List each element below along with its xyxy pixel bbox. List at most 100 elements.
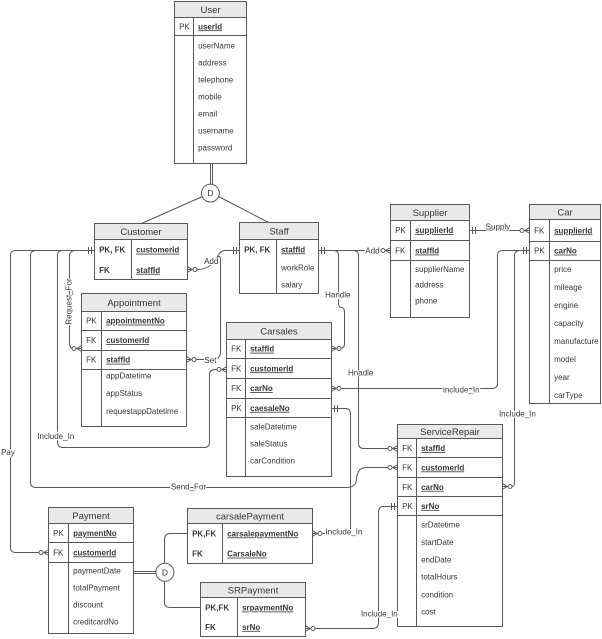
- svg-text:PK: PK: [534, 247, 545, 256]
- svg-text:year: year: [554, 373, 570, 382]
- svg-text:saleDatetime: saleDatetime: [250, 423, 297, 432]
- svg-text:PK,FK: PK,FK: [205, 604, 229, 613]
- svg-text:FK: FK: [53, 548, 64, 557]
- svg-text:Payment: Payment: [72, 511, 110, 522]
- svg-text:staffId: staffId: [250, 345, 274, 354]
- svg-text:Supplier: Supplier: [413, 208, 448, 219]
- svg-text:FK: FK: [231, 384, 242, 393]
- svg-text:FK: FK: [86, 336, 97, 345]
- svg-text:supplierId: supplierId: [415, 226, 453, 235]
- svg-text:D: D: [207, 188, 213, 198]
- svg-text:paymentDate: paymentDate: [73, 567, 121, 576]
- svg-text:PK: PK: [402, 502, 413, 511]
- svg-text:srNo: srNo: [242, 623, 260, 632]
- svg-text:totalPayment: totalPayment: [73, 584, 120, 593]
- svg-text:Customer: Customer: [120, 227, 161, 238]
- svg-text:mileage: mileage: [554, 283, 583, 292]
- svg-text:phone: phone: [415, 297, 438, 306]
- svg-text:workRole: workRole: [280, 263, 315, 272]
- svg-text:customerId: customerId: [136, 246, 179, 255]
- svg-text:discount: discount: [73, 601, 104, 610]
- svg-text:Supply: Supply: [486, 222, 510, 231]
- svg-text:Handle: Handle: [325, 291, 351, 300]
- svg-text:customerId: customerId: [106, 336, 149, 345]
- svg-text:saleStatus: saleStatus: [250, 440, 287, 449]
- svg-text:startDate: startDate: [421, 538, 454, 547]
- svg-text:srDatetime: srDatetime: [421, 520, 460, 529]
- svg-text:Request_For: Request_For: [64, 278, 73, 325]
- svg-text:FK: FK: [99, 266, 110, 275]
- svg-text:salary: salary: [281, 280, 302, 289]
- svg-text:engine: engine: [554, 301, 579, 310]
- svg-text:Pay: Pay: [1, 448, 15, 457]
- svg-text:srpaymentNo: srpaymentNo: [242, 604, 293, 613]
- svg-text:PK: PK: [231, 404, 242, 413]
- svg-text:userName: userName: [198, 41, 235, 50]
- svg-text:carsalePayment: carsalePayment: [216, 512, 284, 523]
- svg-text:FK: FK: [205, 623, 216, 632]
- svg-text:Appointment: Appointment: [107, 298, 161, 309]
- svg-text:Include_In: Include_In: [326, 528, 363, 537]
- svg-text:FK: FK: [231, 345, 242, 354]
- svg-text:CarsaleNo: CarsaleNo: [227, 550, 267, 559]
- svg-text:FK: FK: [231, 364, 242, 373]
- svg-text:password: password: [198, 143, 232, 152]
- svg-text:creditcardNo: creditcardNo: [73, 617, 119, 626]
- svg-text:customerId: customerId: [421, 463, 464, 472]
- svg-text:carsalepaymentNo: carsalepaymentNo: [227, 529, 298, 538]
- svg-text:caesaleNo: caesaleNo: [250, 404, 290, 413]
- svg-text:cost: cost: [421, 608, 436, 617]
- svg-text:Add: Add: [365, 246, 379, 255]
- svg-text:staffId: staffId: [281, 245, 305, 254]
- svg-text:userId: userId: [198, 22, 222, 31]
- svg-text:customerId: customerId: [73, 548, 116, 557]
- svg-text:carType: carType: [554, 391, 583, 400]
- svg-text:Include_In: Include_In: [361, 609, 398, 618]
- svg-text:requestappDatetime: requestappDatetime: [106, 407, 179, 416]
- svg-text:Hnadle: Hnadle: [348, 368, 374, 377]
- svg-text:Add: Add: [204, 257, 218, 266]
- svg-text:price: price: [554, 265, 572, 274]
- svg-text:FK: FK: [402, 463, 413, 472]
- svg-text:carNo: carNo: [554, 247, 577, 256]
- svg-text:PK,FK: PK,FK: [192, 529, 216, 538]
- svg-text:condition: condition: [421, 590, 453, 599]
- svg-text:FK: FK: [402, 444, 413, 453]
- svg-text:carCondition: carCondition: [250, 456, 295, 465]
- svg-text:D: D: [162, 567, 168, 577]
- svg-text:supplierName: supplierName: [415, 265, 465, 274]
- svg-text:endDate: endDate: [421, 556, 452, 565]
- svg-text:appointmentNo: appointmentNo: [106, 317, 165, 326]
- svg-text:carNo: carNo: [421, 483, 444, 492]
- svg-text:FK: FK: [402, 483, 413, 492]
- svg-text:staffId: staffId: [106, 356, 130, 365]
- svg-text:PK, FK: PK, FK: [244, 245, 270, 254]
- svg-text:staffId: staffId: [136, 266, 160, 275]
- svg-text:email: email: [198, 109, 217, 118]
- svg-text:staffId: staffId: [421, 444, 445, 453]
- svg-text:Include_In: Include_In: [37, 432, 74, 441]
- svg-text:staffId: staffId: [415, 247, 439, 256]
- svg-text:FK: FK: [192, 550, 203, 559]
- svg-text:PK: PK: [53, 529, 64, 538]
- svg-text:address: address: [198, 58, 226, 67]
- svg-text:FK: FK: [534, 226, 545, 235]
- svg-text:totalHours: totalHours: [421, 573, 457, 582]
- svg-text:appStatus: appStatus: [106, 389, 142, 398]
- svg-text:carNo: carNo: [250, 384, 273, 393]
- svg-text:model: model: [554, 355, 576, 364]
- svg-text:customerId: customerId: [250, 364, 293, 373]
- svg-text:telephone: telephone: [198, 75, 234, 84]
- svg-text:supplierId: supplierId: [554, 226, 592, 235]
- svg-text:PK: PK: [179, 22, 190, 31]
- svg-text:Include_In: Include_In: [499, 409, 536, 418]
- svg-text:ServiceRepair: ServiceRepair: [420, 427, 480, 438]
- svg-text:appDatetime: appDatetime: [106, 372, 152, 381]
- svg-text:Car: Car: [557, 208, 572, 219]
- svg-text:manufacture: manufacture: [554, 337, 599, 346]
- svg-text:FK: FK: [86, 356, 97, 365]
- svg-text:capacity: capacity: [554, 319, 583, 328]
- svg-text:Set: Set: [204, 356, 217, 365]
- svg-text:PK, FK: PK, FK: [99, 246, 125, 255]
- svg-text:include_In: include_In: [443, 386, 479, 395]
